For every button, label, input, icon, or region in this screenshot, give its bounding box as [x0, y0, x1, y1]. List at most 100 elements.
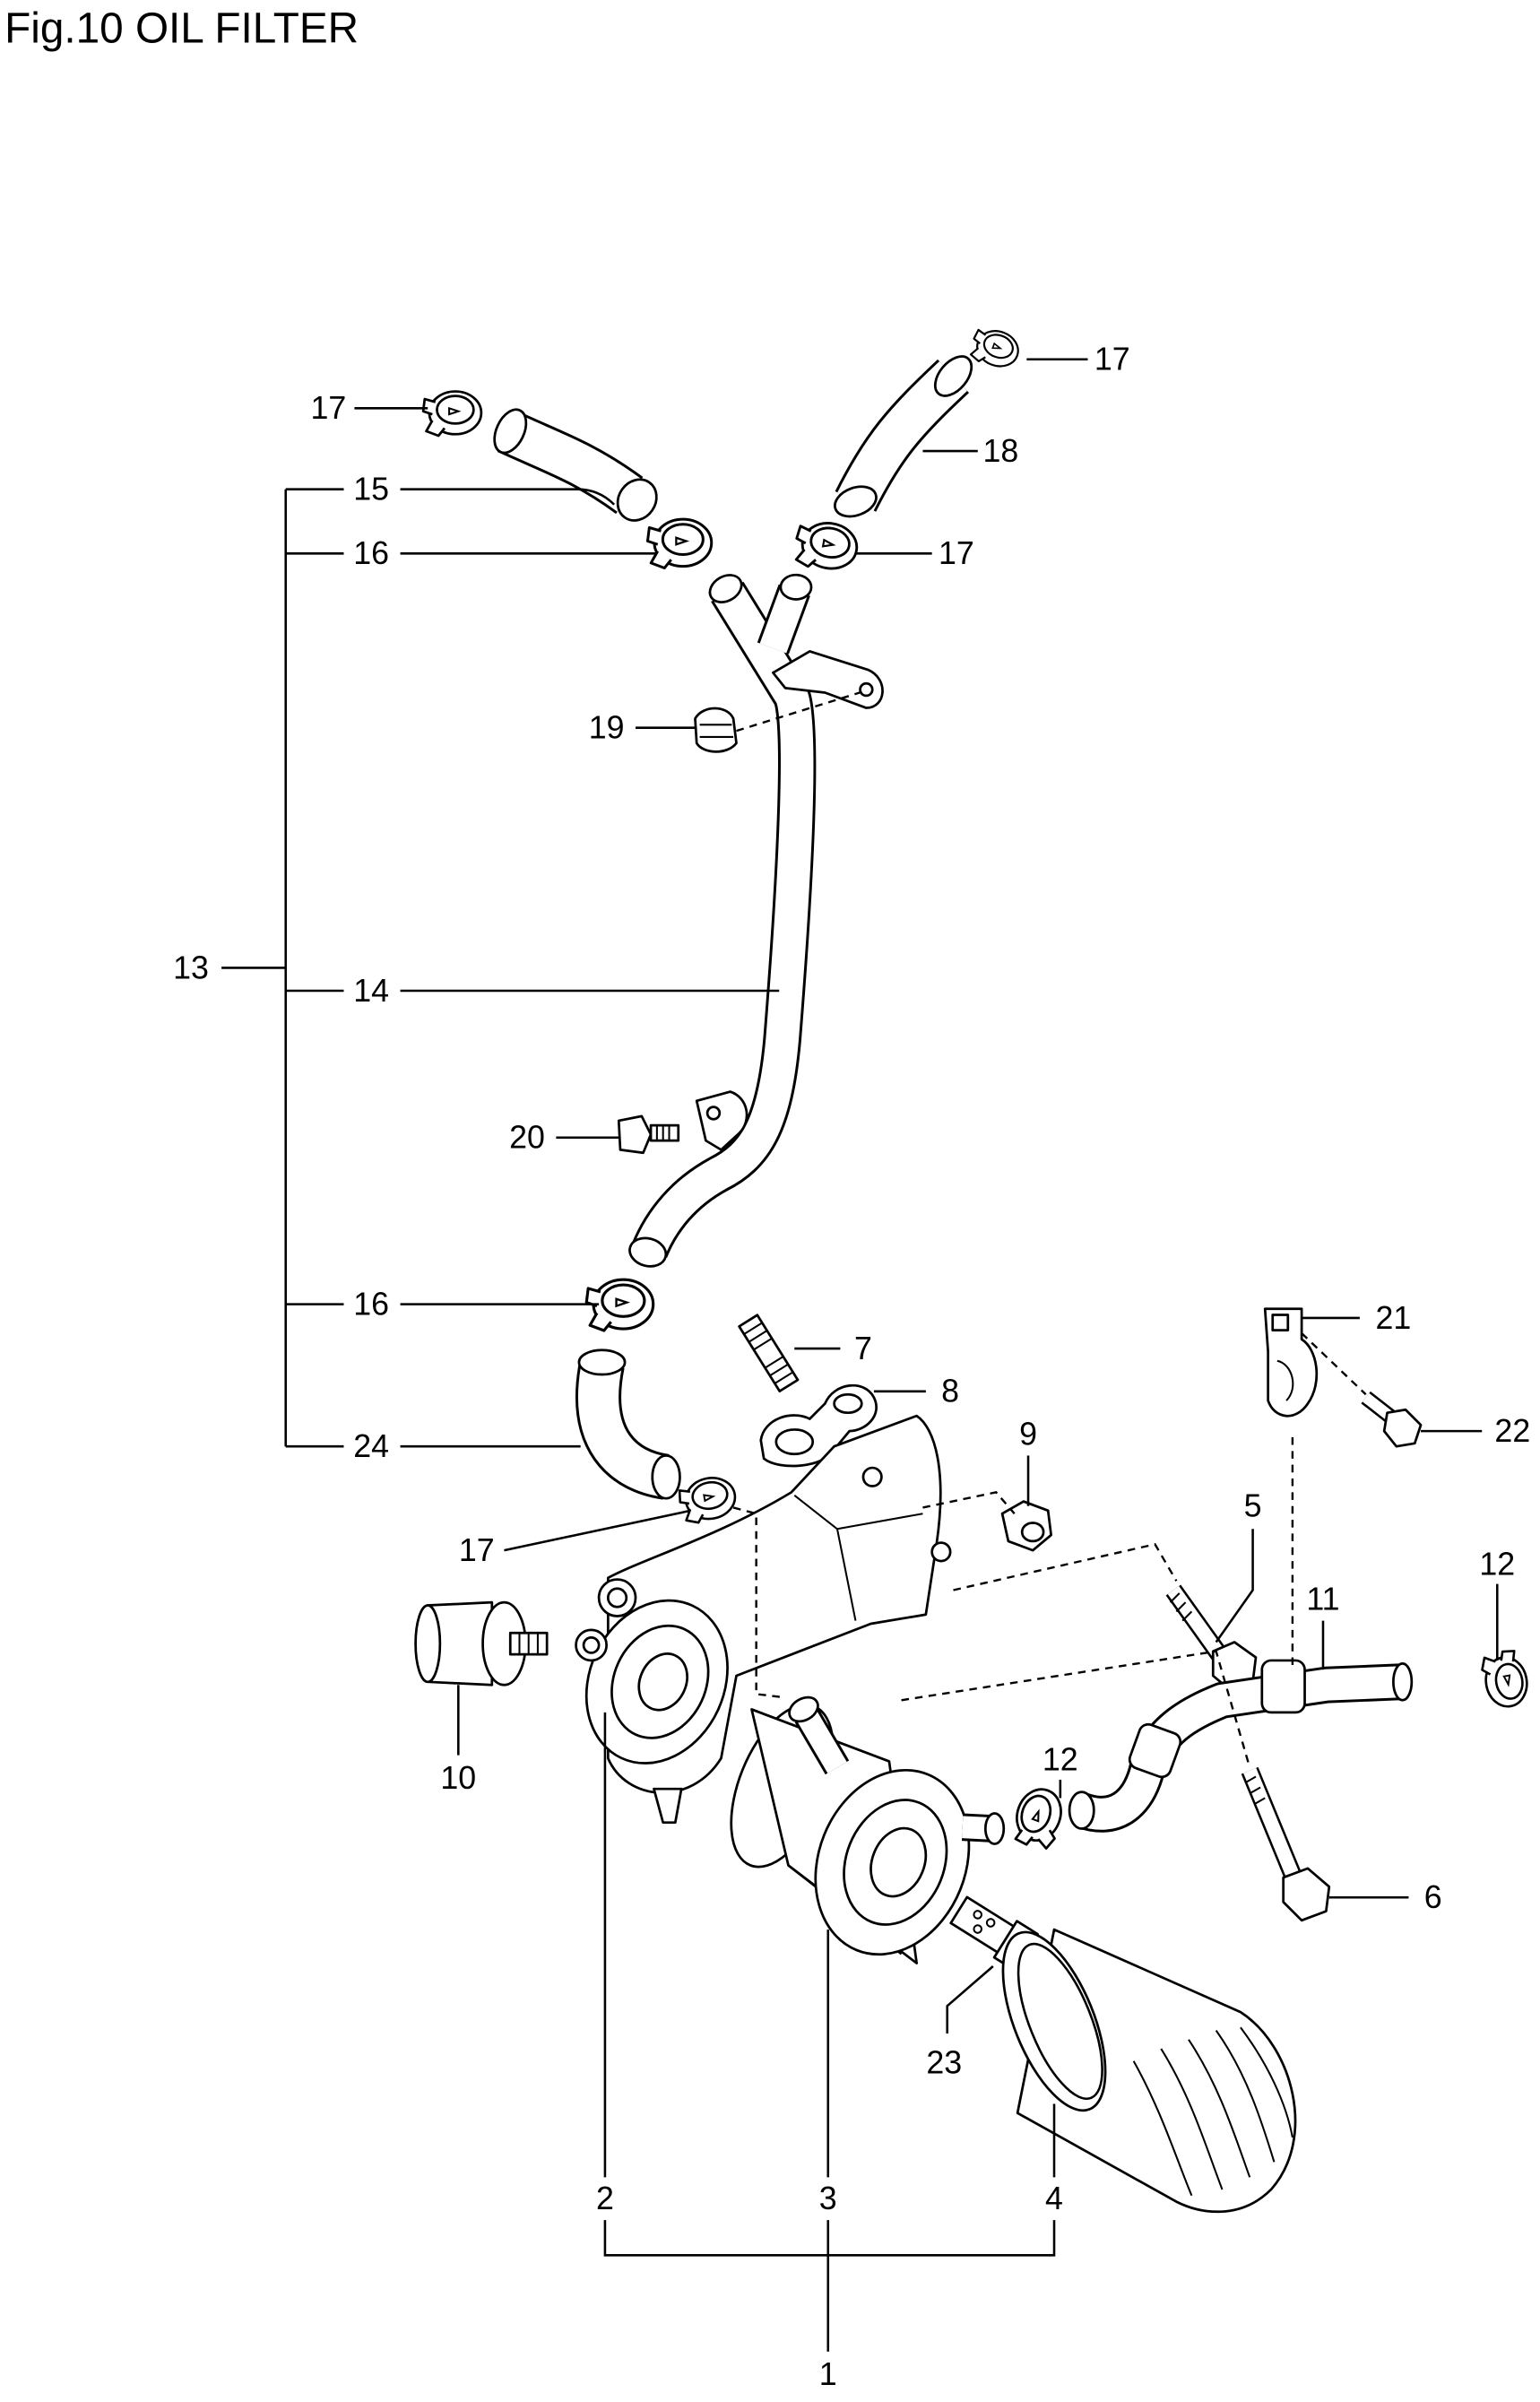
stud-7	[738, 1314, 800, 1393]
sender-10-end	[414, 1604, 442, 1684]
callout-20: 20	[509, 1120, 545, 1156]
bolt-20-threads	[655, 1125, 671, 1141]
pipe-14-lower-bracket-hole	[705, 1106, 722, 1121]
leader-lines	[221, 358, 1499, 2352]
hose-18	[834, 355, 973, 518]
oil-filter-4	[1001, 1928, 1297, 2214]
dash-bracket-21-to-bolt-22	[1301, 1332, 1367, 1396]
callout-9: 9	[1019, 1416, 1037, 1452]
callout-13: 13	[173, 950, 209, 985]
dash-housing-to-bolt-6	[901, 1650, 1251, 1768]
clamp-12-right	[1478, 1647, 1532, 1712]
cooler-3-inlet-body	[797, 1710, 847, 1773]
bolt-19-edges	[699, 724, 734, 738]
callout-16-lower: 16	[353, 1287, 389, 1322]
housing-boss-lower-hole	[582, 1635, 601, 1654]
callout-19: 19	[589, 710, 625, 746]
leader-17-lower	[504, 1509, 691, 1552]
oil-filter-housing-2	[575, 1414, 952, 1825]
callout-labels: 17 17 18 15 16 17 19 13 14 20 16 21 7 8 …	[173, 342, 1530, 2393]
bolt-20-shaft	[649, 1123, 680, 1142]
hose-24-top-end	[577, 1348, 627, 1376]
clamp-17-top-left	[421, 390, 483, 438]
hose-24	[575, 1348, 681, 1500]
pipe-14-branch-opening	[779, 573, 813, 601]
hose-11-sleeve-lower	[1128, 1722, 1182, 1779]
pipe-14-body	[634, 583, 814, 1258]
dash-17-to-cooler	[732, 1506, 783, 1699]
dash-housing-to-bolt-5	[953, 1542, 1178, 1591]
bolt-6-head	[1282, 1867, 1331, 1922]
callout-12-middle: 12	[1043, 1742, 1078, 1778]
clamp-16-upper	[645, 517, 714, 570]
callout-16-upper: 16	[353, 535, 389, 571]
gasket-8	[759, 1383, 878, 1468]
callout-5: 5	[1244, 1488, 1262, 1524]
hose-18-bottom-end	[834, 485, 878, 518]
housing-center-port	[637, 1652, 688, 1712]
callout-10: 10	[440, 1760, 476, 1796]
hose-11-right-opening	[1392, 1661, 1414, 1702]
callout-15: 15	[353, 472, 389, 507]
bracket-21-hole	[1271, 1314, 1290, 1331]
leader-5	[1215, 1529, 1254, 1643]
pipe-14	[628, 573, 884, 1268]
bolt-19	[694, 707, 738, 753]
callout-22: 22	[1494, 1413, 1530, 1449]
bolt-20-head	[617, 1114, 653, 1155]
bracket-21-body	[1263, 1307, 1319, 1418]
callout-17-middle: 17	[939, 535, 974, 571]
bolt-22-head	[1382, 1408, 1423, 1448]
callout-24: 24	[353, 1428, 389, 1464]
clamp-17-lower	[675, 1472, 740, 1527]
callout-18: 18	[982, 433, 1018, 469]
hose-11-left-opening	[1068, 1791, 1095, 1830]
hose-15-opening	[616, 478, 658, 522]
cooler-3-center-port	[869, 1826, 928, 1898]
housing-boss-upper-hole	[606, 1587, 628, 1609]
callout-3: 3	[819, 2181, 837, 2216]
pipe-14-upper-bracket-hole	[859, 681, 874, 698]
stud-7-body	[738, 1314, 800, 1393]
bolt-5-shaft	[1167, 1586, 1225, 1659]
pipe-14-top-end	[708, 574, 743, 603]
bracket-1-group	[603, 2220, 1056, 2352]
leader-23	[946, 1965, 994, 2034]
leader-15	[400, 488, 616, 506]
fitting-23-port-a	[973, 1910, 982, 1920]
cooler-3-inlet-opening	[788, 1695, 819, 1723]
housing-flange-hole-upper	[861, 1466, 883, 1487]
hose-15-end	[493, 408, 528, 455]
filter-4-gasket-face	[1001, 1930, 1107, 2112]
nut-9	[1000, 1500, 1052, 1552]
hose-11	[1068, 1659, 1414, 1833]
bolt-6	[1241, 1766, 1331, 1922]
callout-12-right: 12	[1479, 1546, 1515, 1582]
clamp-17-middle	[791, 516, 862, 576]
callout-7: 7	[854, 1331, 872, 1366]
bolt-6-threads	[1244, 1775, 1266, 1806]
stud-7-threads	[743, 1322, 794, 1384]
filter-4-gasket-ring	[1017, 1942, 1103, 2100]
fitting-23-port-c	[973, 1924, 982, 1934]
figure-title: Fig.10 OIL FILTER	[4, 5, 359, 53]
callout-6: 6	[1424, 1879, 1442, 1915]
callout-17-top-right: 17	[1094, 342, 1130, 377]
bracket-21	[1263, 1307, 1319, 1418]
sender-10	[414, 1600, 549, 1687]
dash-flange-to-nut-9	[922, 1491, 1016, 1515]
dashed-assembly-lines	[732, 689, 1367, 1768]
bolt-6-shaft	[1243, 1767, 1299, 1877]
callout-21: 21	[1375, 1300, 1411, 1336]
bolt-5-threads	[1169, 1592, 1193, 1622]
housing-flange-hole-lower	[930, 1541, 952, 1563]
housing-ribs	[793, 1494, 923, 1621]
bracket-13-group	[284, 488, 344, 1448]
clamp-17-top-right	[965, 322, 1025, 375]
callout-17-top-left: 17	[311, 390, 347, 426]
dash-19-to-bracket	[736, 689, 866, 733]
callout-14: 14	[353, 973, 389, 1009]
oil-cooler-3	[730, 1695, 1006, 1964]
callout-4: 4	[1045, 2181, 1063, 2216]
